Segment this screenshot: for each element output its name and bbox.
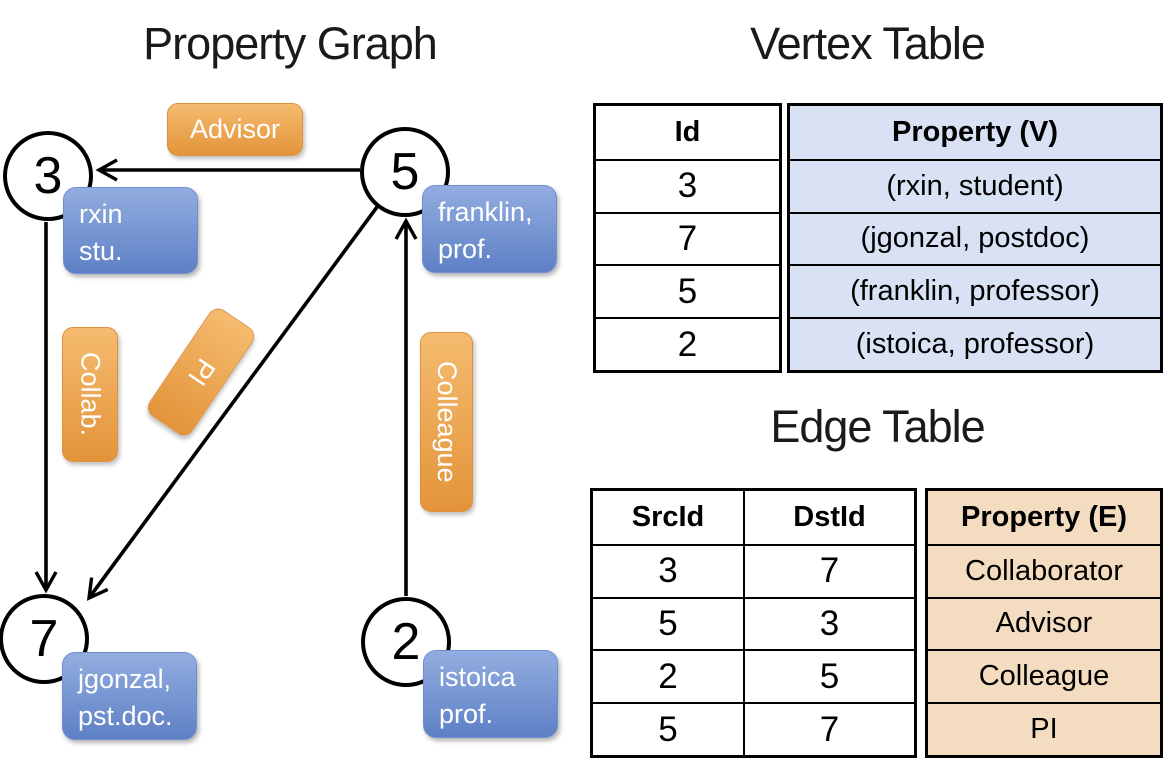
vertex-property-box-franklin: franklin, prof. (422, 185, 557, 273)
edge-table-cell-dstid: 7 (743, 543, 914, 597)
node-2-id: 2 (391, 613, 421, 671)
edge-label-advisor: Advisor (167, 103, 303, 156)
vertex-property-line: pst.doc. (78, 701, 173, 732)
edge-table-header-dstid: DstId (743, 491, 914, 544)
vertex-property-line: istoica (439, 662, 516, 692)
edge-table-cell-srcid: 2 (593, 649, 743, 702)
vertex-table-property-column: Property (V) (rxin, student) (jgonzal, p… (787, 103, 1163, 373)
edge-table-title: Edge Table (770, 401, 985, 452)
vertex-property-line: rxin (79, 199, 123, 229)
vertex-table-cell-property: (istoica, professor) (790, 317, 1160, 370)
vertex-table-cell-id: 2 (596, 317, 779, 370)
node-5-id: 5 (390, 143, 420, 201)
graph-edges-canvas (34, 158, 418, 601)
vertex-table-cell-id: 3 (596, 158, 779, 212)
edge-label-text: Collab. (75, 352, 106, 437)
edge-table-cell-dstid: 7 (743, 702, 914, 755)
edge-table-cell-property: Collaborator (928, 543, 1160, 597)
node-2: 2 (361, 597, 451, 687)
edge-table-header-property: Property (E) (961, 500, 1127, 533)
vertex-property-line: jgonzal, (78, 664, 172, 694)
vertex-table-title: Vertex Table (750, 18, 986, 69)
edge-table-header-srcid: SrcId (631, 500, 705, 533)
vertex-property-box-istoica: istoica prof. (423, 650, 558, 738)
vertex-table-header-property: Property (V) (892, 115, 1058, 148)
vertex-property-line: prof. (438, 234, 493, 265)
vertex-property-line: franklin, (438, 197, 533, 227)
edge-label-text: Colleague (432, 361, 462, 483)
edge-table-cell-srcid: 5 (593, 596, 743, 650)
vertex-table-header-id: Id (674, 115, 701, 148)
vertex-table-cell-id: 5 (596, 264, 779, 317)
vertex-table-cell-property: (rxin, student) (790, 158, 1160, 212)
edge-label-text: Advisor (189, 114, 281, 144)
node-7-id: 7 (29, 610, 59, 668)
vertex-table-cell-property: (franklin, professor) (790, 264, 1160, 317)
edge-table-cell-property: PI (928, 702, 1160, 755)
vertex-property-box-rxin: rxin stu. (63, 187, 198, 274)
vertex-table-id-column: Id 3 7 5 2 (593, 103, 782, 373)
vertex-property-line: prof. (439, 699, 494, 730)
vertex-property-line: stu. (79, 236, 123, 267)
vertex-table-cell-property: (jgonzal, postdoc) (790, 211, 1160, 265)
edge-table-id-columns: SrcId DstId 3 7 5 3 2 5 5 7 (590, 488, 917, 758)
edge-table-cell-srcid: 3 (593, 543, 743, 597)
edge-label-text: PI (181, 353, 221, 392)
edge-label-collab: Collab. (62, 327, 118, 462)
edge-table-cell-property: Advisor (928, 596, 1160, 650)
vertex-property-box-jgonzal: jgonzal, pst.doc. (62, 652, 197, 740)
edge-table-cell-property: Colleague (928, 649, 1160, 702)
edge-table-property-column: Property (E) Collaborator Advisor Collea… (925, 488, 1163, 758)
edge-5-7 (86, 205, 379, 601)
vertex-table-cell-id: 7 (596, 211, 779, 265)
edge-label-colleague: Colleague (420, 332, 473, 512)
edge-table-cell-srcid: 5 (593, 702, 743, 755)
edge-table-cell-dstid: 3 (743, 596, 914, 650)
edge-table-cell-dstid: 5 (743, 649, 914, 703)
property-graph-title: Property Graph (143, 18, 438, 69)
node-5: 5 (360, 127, 450, 217)
node-3-id: 3 (33, 147, 63, 205)
